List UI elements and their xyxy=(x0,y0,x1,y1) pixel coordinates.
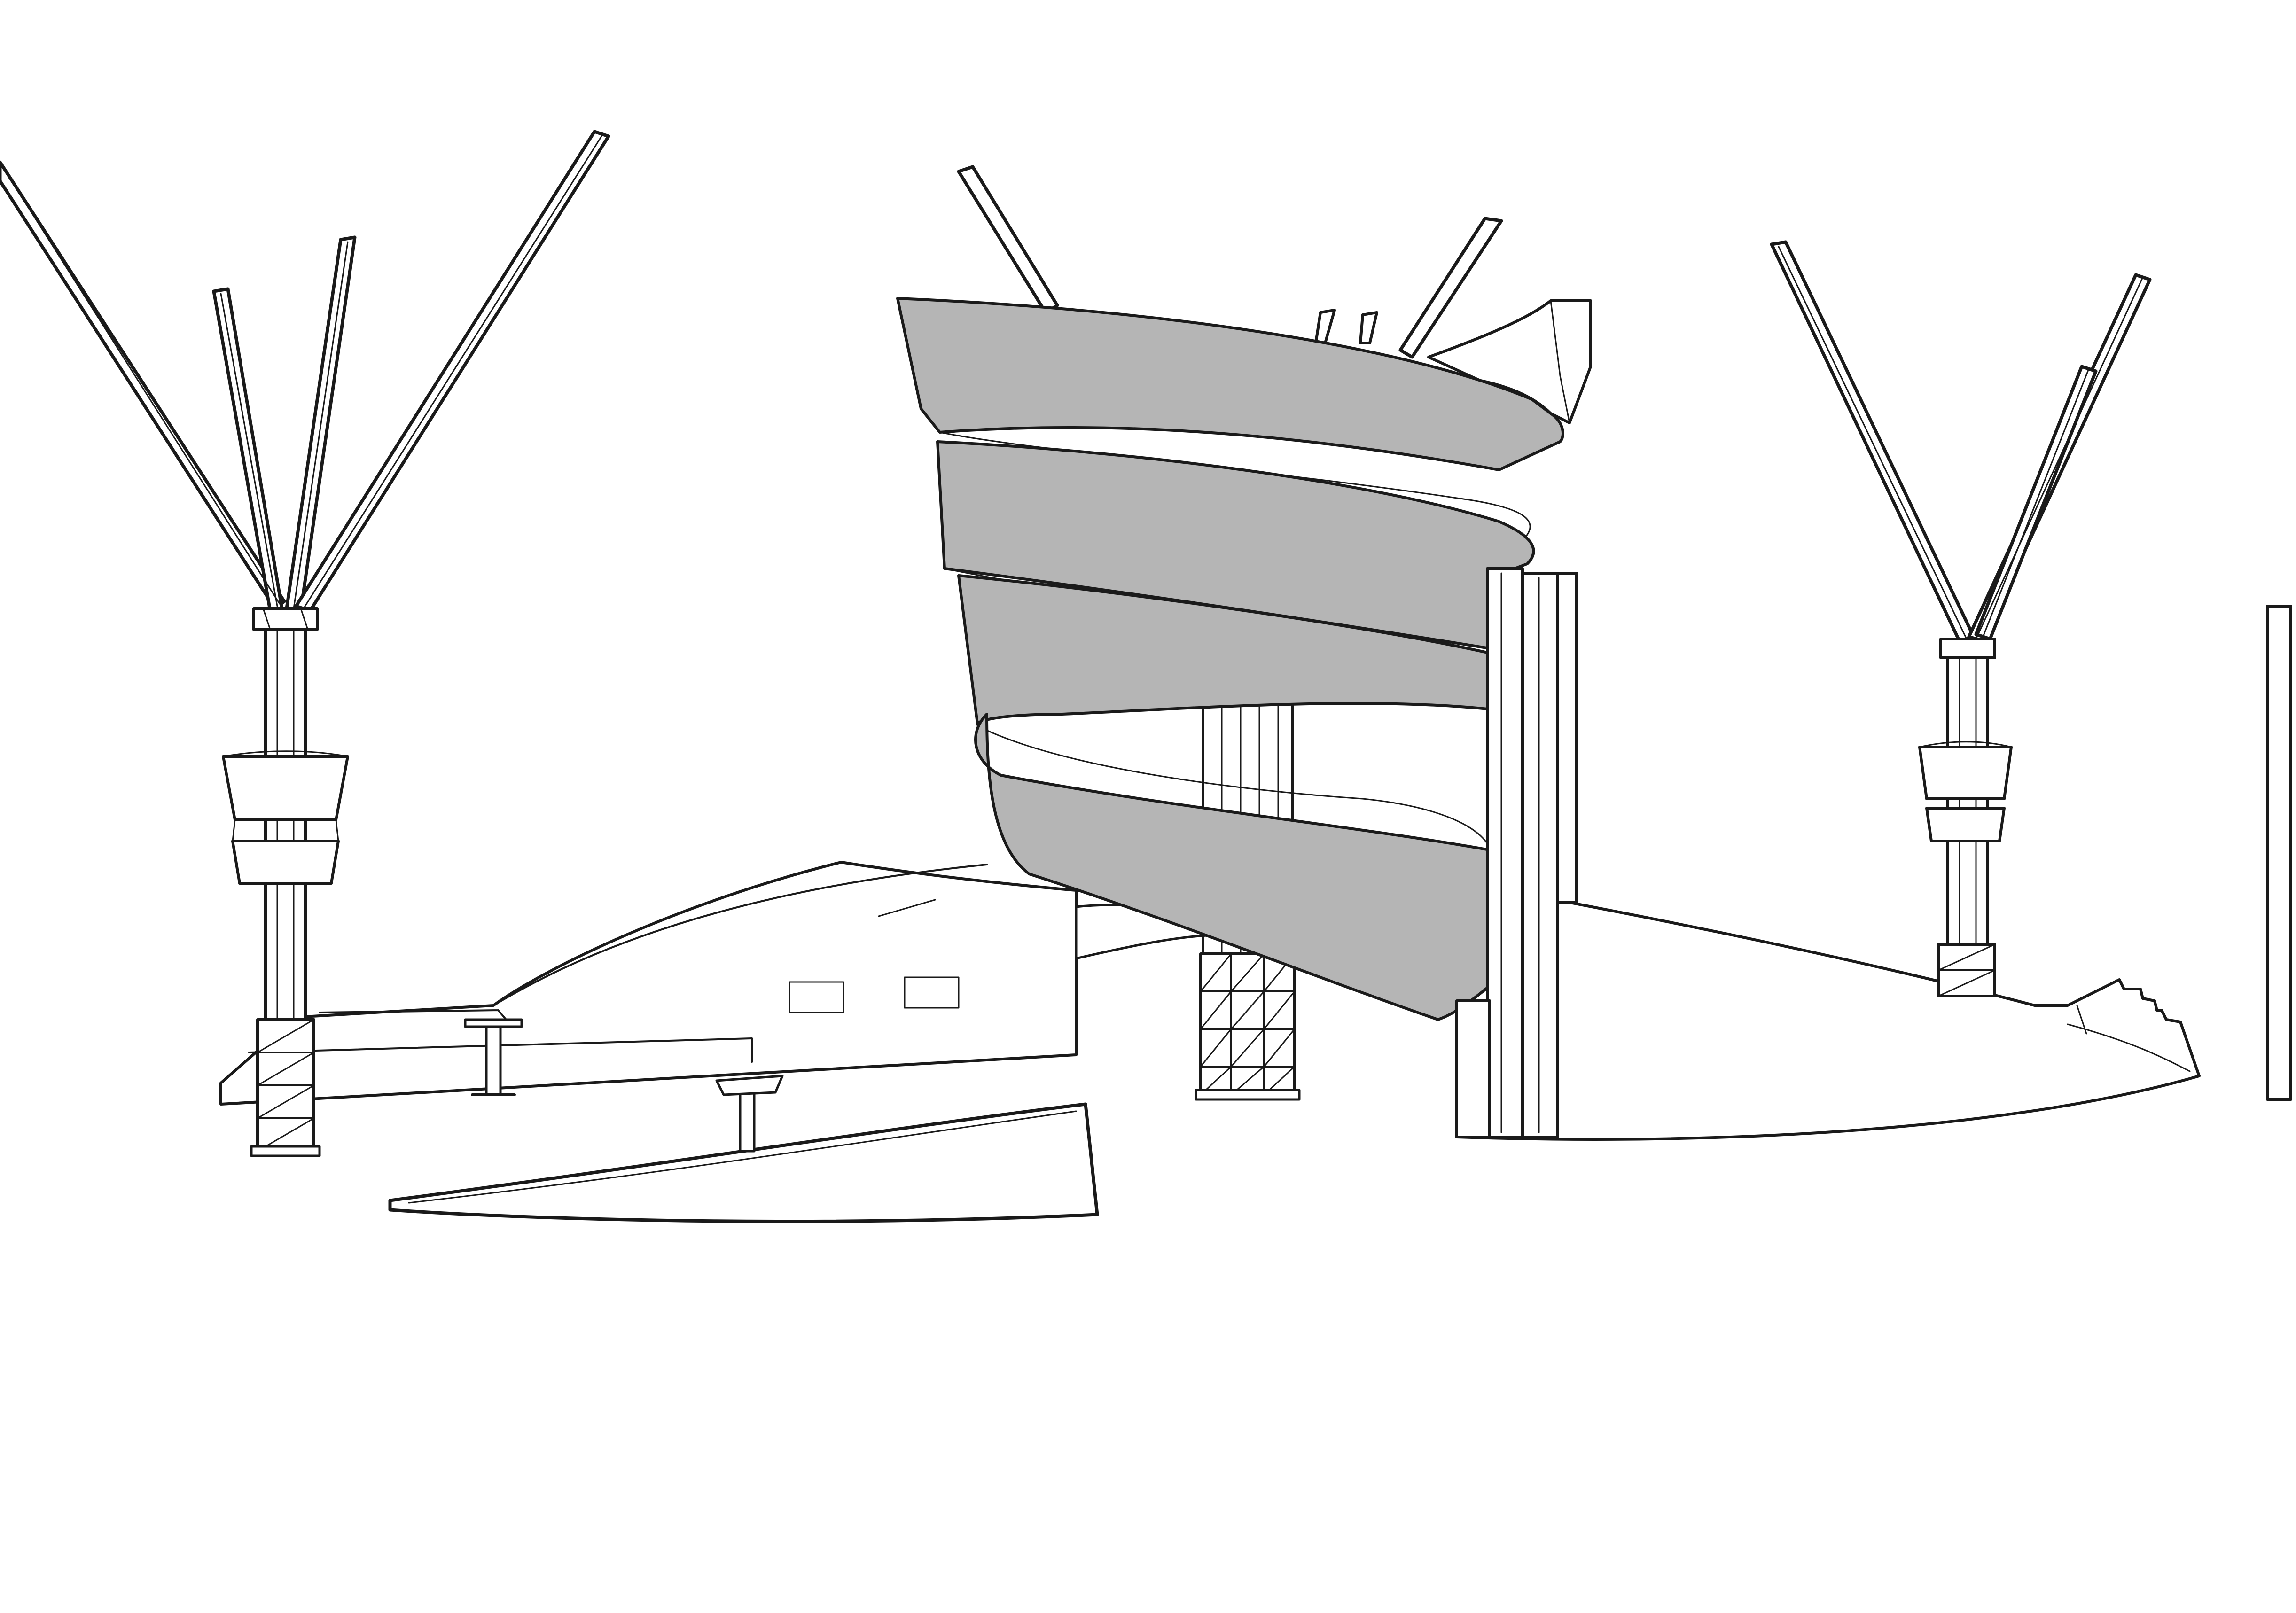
right-plaza-inner xyxy=(2067,1005,2191,1072)
spiral-band-3-inner xyxy=(976,725,1493,861)
right-column-base xyxy=(1937,943,1996,997)
tower-rear-ribbon xyxy=(1427,299,1592,424)
spiral-band-4 xyxy=(974,713,1496,1021)
spiral-band-1-inner xyxy=(939,431,1531,541)
ground-plaza xyxy=(219,861,2201,1223)
right-planter-upper xyxy=(1918,746,2013,800)
spiral-band-3 xyxy=(957,574,1493,725)
platform-window-2 xyxy=(904,976,960,1009)
left-tree-branches xyxy=(0,130,610,613)
central-spiral-tower xyxy=(896,165,1592,1138)
right-tree-branches xyxy=(1770,240,2152,643)
right-plaza xyxy=(1455,891,2201,1141)
spiral-band-1 xyxy=(896,297,1564,471)
left-planter-lower xyxy=(231,840,340,885)
platform-window-1 xyxy=(789,981,844,1013)
platform-slash xyxy=(878,899,936,917)
left-column-base xyxy=(250,1018,321,1157)
left-bench xyxy=(464,1018,523,1096)
tower-base-crate xyxy=(1195,952,1301,1101)
right-tree-column xyxy=(1770,240,2152,997)
left-planter-upper xyxy=(222,755,349,821)
left-platform xyxy=(219,861,1078,1106)
left-platform-edge xyxy=(248,864,988,1063)
right-planter-lower xyxy=(1925,807,2006,842)
left-tree-column xyxy=(0,130,610,1157)
far-right-pillar xyxy=(2266,605,2292,1101)
wedge-ramp-inner xyxy=(408,1110,1077,1204)
lectern xyxy=(715,1075,784,1153)
tower-front-pillar xyxy=(1455,567,1578,1138)
